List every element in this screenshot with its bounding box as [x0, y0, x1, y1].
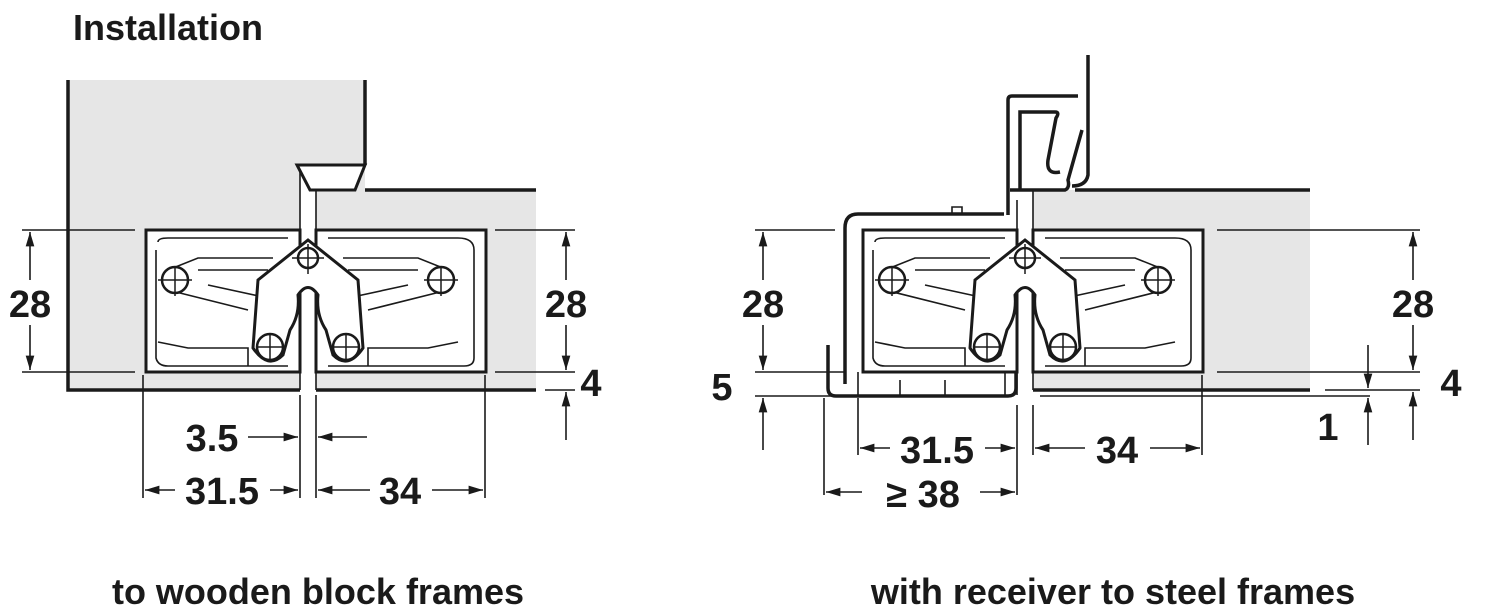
hinge-left: [144, 228, 488, 374]
hinge-right: [861, 228, 1205, 374]
dim-offset-left: 5: [711, 367, 732, 409]
heading: Installation: [73, 7, 263, 48]
dim-width-right: 34: [379, 471, 421, 513]
dim-height-left: 28: [742, 284, 784, 326]
dim-min-width: ≥ 38: [886, 474, 960, 516]
dim-gap: 3.5: [186, 418, 239, 460]
dim-offset-small: 1: [1317, 407, 1338, 449]
caption-steel: with receiver to steel frames: [870, 571, 1355, 612]
dim-offset-right: 4: [1440, 363, 1461, 405]
dim-width-left: 31.5: [185, 471, 259, 513]
dim-width-right: 34: [1096, 430, 1138, 472]
dim-height-right: 28: [545, 284, 587, 326]
dim-height-left: 28: [9, 284, 51, 326]
dim-height-right: 28: [1392, 284, 1434, 326]
steel-frame-diagram: 28 5 28 4 1 31.5 34 ≥ 38 with receiver t…: [711, 55, 1462, 612]
dim-width-left: 31.5: [900, 430, 974, 472]
wooden-frame-diagram: 28 28 4 3.5 31.5 34 to wooden block fram…: [9, 80, 602, 612]
dim-offset: 4: [580, 363, 601, 405]
caption-wooden: to wooden block frames: [112, 571, 524, 612]
